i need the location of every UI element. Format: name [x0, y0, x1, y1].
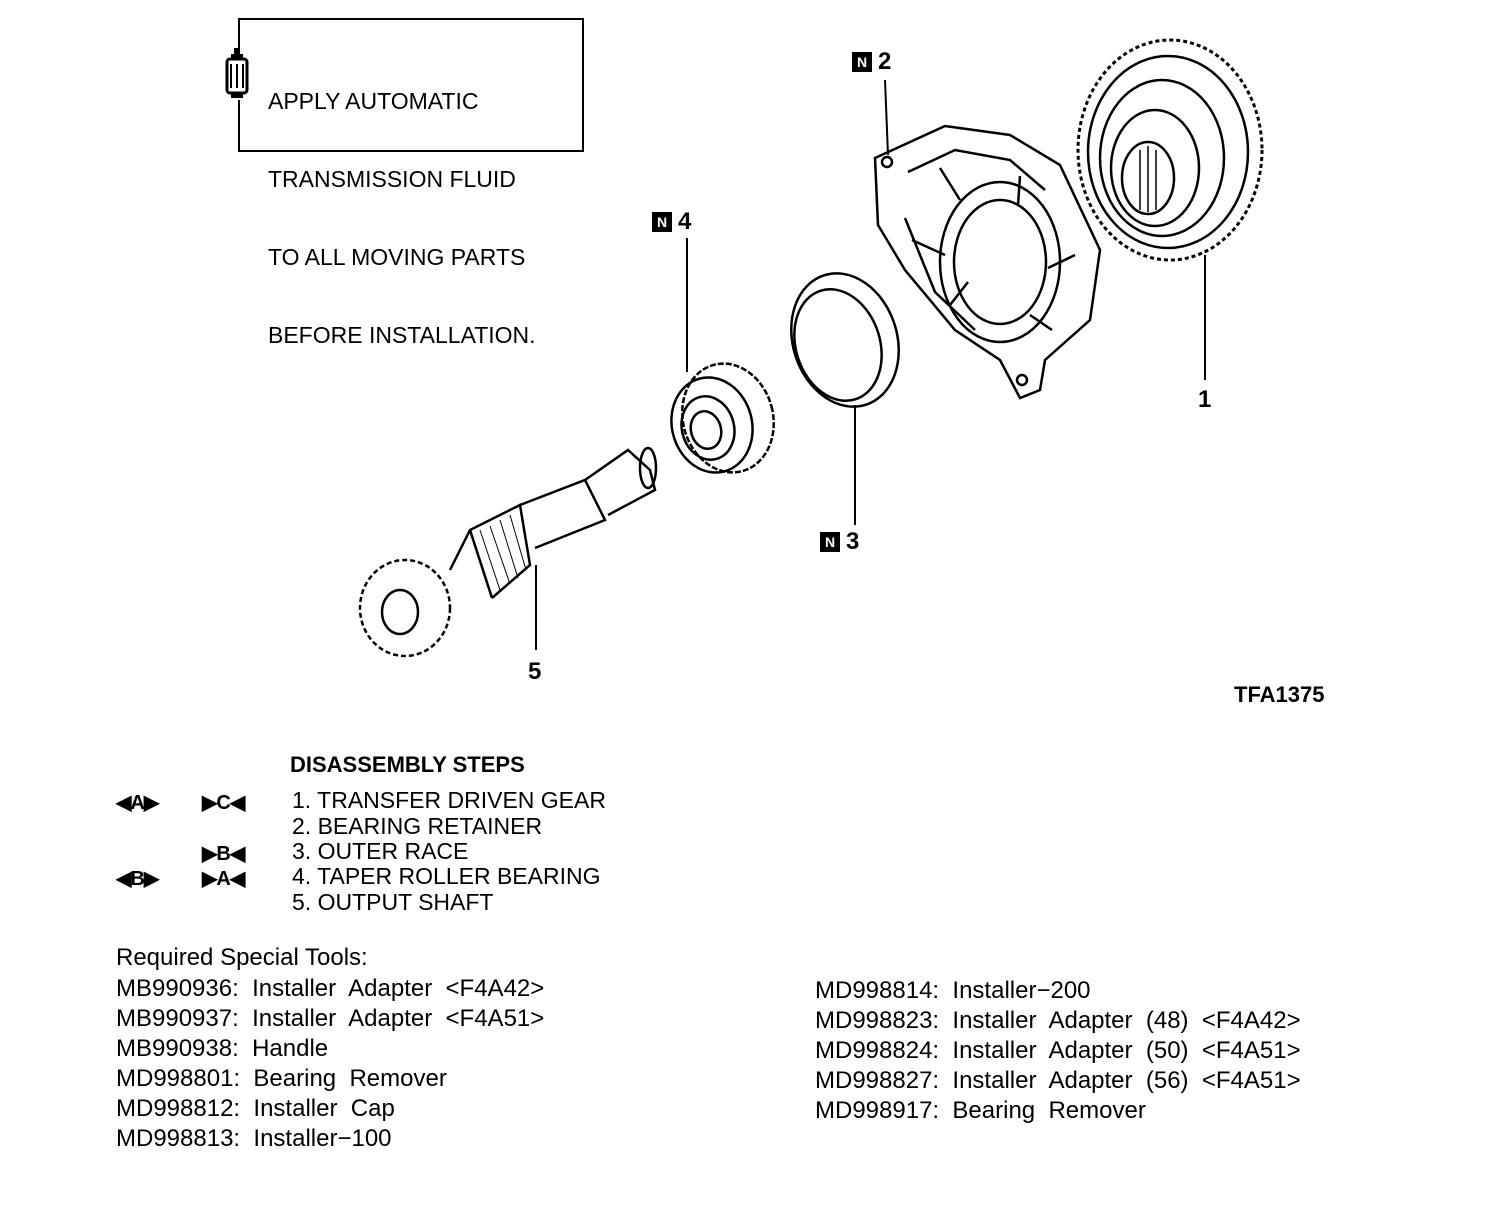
tools-title: Required Special Tools:	[116, 944, 368, 971]
exploded-diagram	[358, 38, 1264, 658]
steps-title: DISASSEMBLY STEPS	[290, 752, 525, 777]
tool-item: MD998812: Installer Cap	[116, 1095, 395, 1122]
tool-item: MD998824: Installer Adapter (50) <F4A51>	[815, 1037, 1301, 1064]
notice-line: APPLY AUTOMATIC	[268, 88, 479, 114]
callout-number: 5	[528, 658, 542, 685]
step-mark-right: ▶C◀	[202, 792, 245, 814]
new-part-badge: N	[852, 52, 872, 72]
tool-item: MD998823: Installer Adapter (48) <F4A42>	[815, 1007, 1301, 1034]
tool-item: MB990936: Installer Adapter <F4A42>	[116, 975, 545, 1002]
callout-number: 4	[678, 208, 692, 235]
tool-item: MD998827: Installer Adapter (56) <F4A51>	[815, 1067, 1301, 1094]
callout-1: 1	[1198, 386, 1211, 414]
new-part-badge: N	[652, 212, 672, 232]
notice-text: APPLY AUTOMATIC TRANSMISSION FLUID TO AL…	[268, 36, 536, 374]
step-mark-left: ◀A▶	[116, 792, 159, 814]
step-mark-right: ▶A◀	[202, 868, 245, 890]
callout-2: N 2	[852, 48, 891, 76]
notice-line: TO ALL MOVING PARTS	[268, 244, 526, 270]
callout-3: N 3	[820, 528, 859, 556]
step-item: 1. TRANSFER DRIVEN GEAR	[292, 787, 606, 813]
step-item: 4. TAPER ROLLER BEARING	[292, 863, 601, 889]
callout-4: N 4	[652, 208, 691, 236]
step-item: 2. BEARING RETAINER	[292, 813, 543, 839]
new-part-badge: N	[820, 532, 840, 552]
step-mark-left: ◀B▶	[116, 868, 159, 890]
tool-item: MD998814: Installer−200	[815, 977, 1091, 1004]
tool-item: MD998813: Installer−100	[116, 1125, 392, 1152]
tool-item: MB990938: Handle	[116, 1035, 329, 1062]
leader-line-2	[884, 79, 889, 156]
tool-item: MD998917: Bearing Remover	[815, 1097, 1146, 1124]
figure-code: TFA1375	[1234, 682, 1325, 707]
callout-number: 2	[878, 48, 892, 75]
step-mark-right: ▶B◀	[202, 843, 245, 865]
callout-number: 1	[1198, 386, 1212, 413]
tool-item: MB990937: Installer Adapter <F4A51>	[116, 1005, 545, 1032]
tool-item: MD998801: Bearing Remover	[116, 1065, 447, 1092]
callout-number: 3	[846, 528, 860, 555]
bearing-retainer	[873, 124, 1102, 400]
step-item: 5. OUTPUT SHAFT	[292, 889, 494, 915]
notice-line: BEFORE INSTALLATION.	[268, 322, 536, 348]
taper-roller-bearing	[670, 362, 775, 474]
transfer-driven-gear	[1076, 38, 1264, 262]
fluid-bottle-icon	[222, 48, 252, 100]
outer-race	[790, 272, 900, 408]
callout-5: 5	[528, 658, 541, 686]
output-shaft	[358, 446, 658, 658]
step-item: 3. OUTER RACE	[292, 838, 469, 864]
notice-line: TRANSMISSION FLUID	[268, 166, 516, 192]
